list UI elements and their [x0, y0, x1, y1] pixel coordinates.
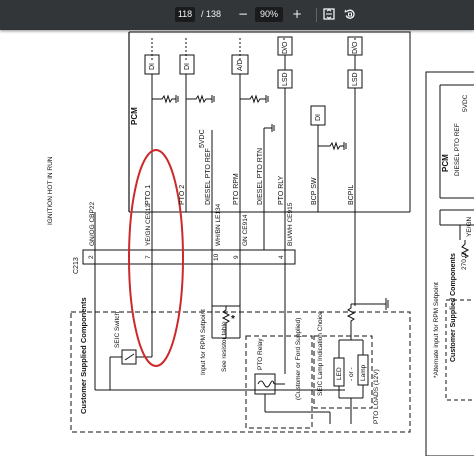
connector-pin-4: 4 [278, 255, 285, 259]
or-label: - or - [348, 367, 355, 381]
rotate-button[interactable] [342, 6, 358, 23]
pin-label-diesel-pto-rtn: DIESEL PTO RTN [257, 148, 264, 205]
box-label-di-3: DI [315, 114, 322, 121]
connector-pin-7: 7 [145, 255, 152, 259]
pto-relay-label: PTO Relay [257, 338, 264, 370]
connector-pin-10: 10 [213, 253, 220, 261]
side-wire-yegn: YE/GN [466, 216, 473, 237]
rotate-icon [344, 9, 355, 19]
pto-loads-label: PTO LOADS (12V) [373, 369, 380, 424]
side-5vdc: 5VDC [462, 94, 469, 112]
pin-label-pto-rpm: PTO RPM [233, 173, 240, 205]
side-ohm-label: 270 Ω [461, 252, 468, 270]
highlight-ellipse [128, 149, 184, 367]
five-vdc-label: 5VDC [199, 129, 206, 148]
relay-note: (Customer or Ford Supplied) [295, 318, 302, 400]
pin-label-pto-rly: PTO RLY [278, 175, 285, 205]
resistor-note: See resistor table [221, 321, 228, 372]
wire-code-gn: GN CE914 [242, 214, 249, 246]
side-pcm-label: PCM [441, 154, 450, 172]
pin-label-pto2: PTO 2 [179, 185, 186, 205]
pin-label-bcp-sw: BCP SW [311, 177, 318, 205]
box-label-lsd-1: LSD [282, 72, 289, 86]
side-customer-label: Customer Supplied Components [450, 253, 457, 362]
box-label-ad: A/D [237, 59, 244, 71]
document-viewer[interactable]: PCM DI DI A/D D/O LSD DI D/O LSD PTO 1 P… [0, 30, 474, 457]
toolbar-divider [316, 8, 317, 22]
zoom-out-button[interactable]: − [237, 7, 249, 21]
wire-code-buwh: BU/WH CE915 [287, 202, 294, 246]
lamp-choice-label: SEIC Lamp Indication Choice [317, 311, 324, 396]
box-label-di-2: DI [184, 63, 191, 70]
pdf-toolbar: 118 / 138 − 90% + [0, 0, 474, 30]
next-page-preview: PCM DIESEL PTO REF 5VDC YE/GN *Alternate… [425, 71, 474, 457]
connector-pin-9: 9 [233, 255, 240, 259]
connector-pin-2: 2 [88, 255, 95, 259]
rpm-input-label: Input for RPM Setpoint [200, 309, 207, 375]
box-label-do-2: D/O [352, 41, 359, 54]
box-label-do-1: D/O [282, 41, 289, 54]
pin-label-pto1: PTO 1 [145, 185, 152, 205]
side-alternate-note: *Alternate input for RPM Setpoint [433, 282, 440, 378]
box-label-lsd-2: LSD [352, 72, 359, 86]
seic-switch-label: SEIC Switch [114, 311, 121, 348]
resistor-star: * [231, 314, 235, 325]
wire-code-gnog: GN/OG CBP22 [89, 202, 96, 246]
lamp-label: Lamp [360, 364, 367, 381]
wiring-diagram: PCM DI DI A/D D/O LSD DI D/O LSD PTO 1 P… [47, 31, 474, 457]
box-label-di-1: DI [149, 63, 156, 70]
fit-page-icon [323, 8, 335, 20]
led-label: LED [336, 367, 343, 380]
zoom-in-button[interactable]: + [291, 7, 303, 21]
pcm-label: PCM [130, 107, 139, 125]
ignition-label: IGNITION HOT IN RUN [47, 156, 54, 225]
page-count: / 138 [201, 9, 222, 19]
side-diesel-pto-ref: DIESEL PTO REF [454, 123, 461, 176]
pin-label-diesel-pto-ref: DIESEL PTO REF [205, 148, 212, 205]
wire-code-yegn: YE/GN CE912 [145, 204, 152, 246]
customer-supplied-label: Customer Supplied Components [79, 297, 88, 414]
fit-page-button[interactable] [321, 6, 337, 23]
page-number-input[interactable]: 118 [175, 7, 195, 22]
wire-code-whbn: WH/BN LE134 [215, 203, 222, 246]
zoom-level-input[interactable]: 90% [255, 7, 283, 22]
connector-label: C213 [73, 257, 80, 274]
pin-label-bcpil: BCPIL [348, 185, 355, 205]
